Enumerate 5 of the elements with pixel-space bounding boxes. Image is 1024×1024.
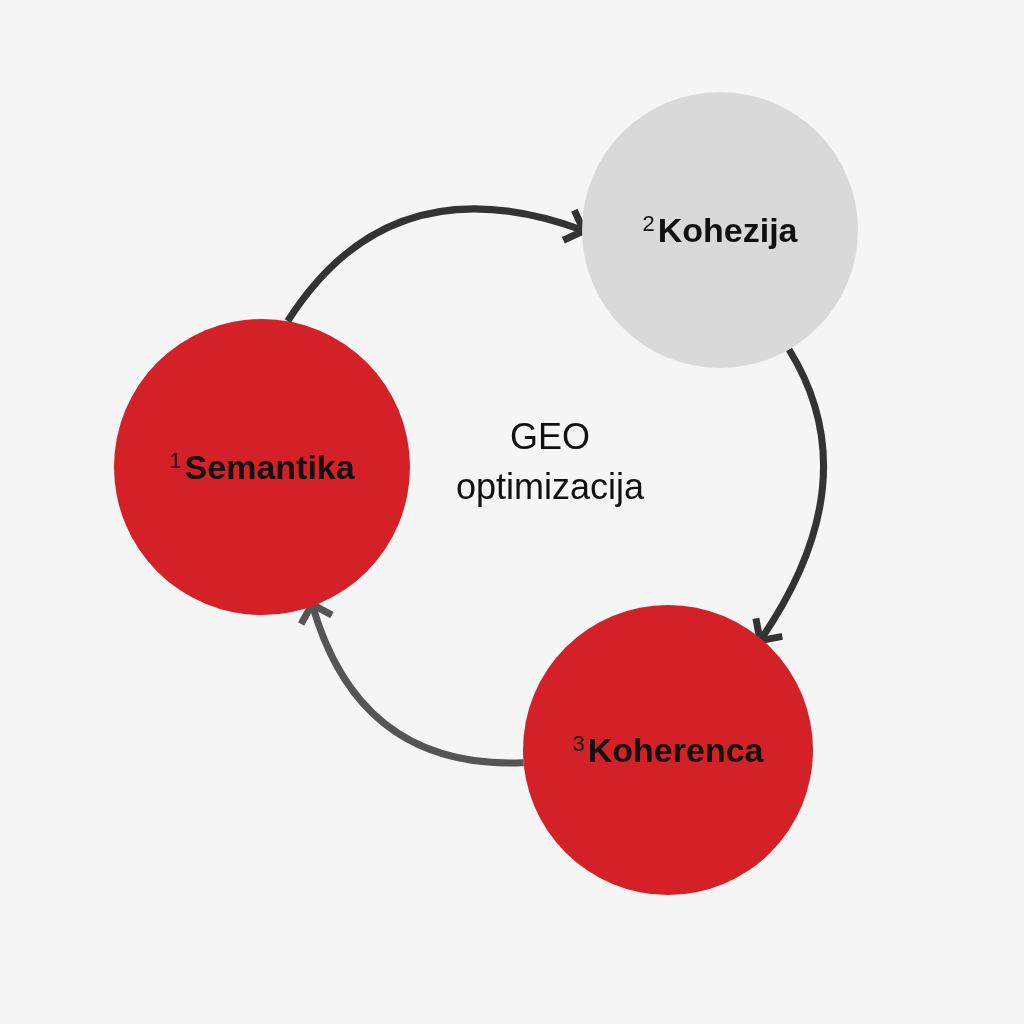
node-label: $^{3}$Koherenca [572,729,764,771]
curved-arrow [751,347,828,645]
node-label: $^{1}$Semantika [169,446,355,488]
center-label: GEO optimizacija [454,415,646,510]
node-label: $^{2}$Kohezija [642,209,798,251]
